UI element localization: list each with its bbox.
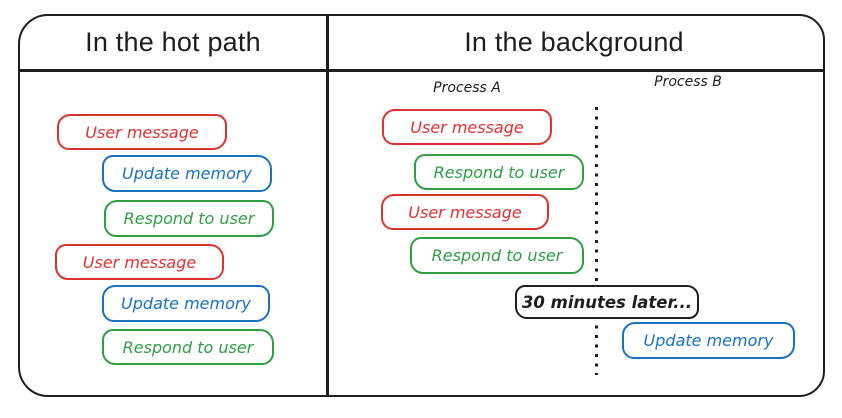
- process-b-label: Process B: [654, 74, 722, 90]
- step-box: User message: [382, 109, 552, 145]
- time-note-box: 30 minutes later...: [515, 285, 699, 319]
- step-box: Update memory: [622, 322, 795, 359]
- step-box: Update memory: [102, 155, 272, 192]
- step-box: User message: [57, 114, 227, 150]
- step-box: Respond to user: [102, 329, 274, 365]
- left-panel-title: In the hot path: [85, 27, 261, 57]
- step-box: Respond to user: [104, 200, 274, 237]
- process-separator-dotted-line: [595, 107, 598, 375]
- process-a-label: Process A: [433, 80, 501, 96]
- header-divider-line: [18, 69, 825, 72]
- step-box: Update memory: [102, 285, 270, 322]
- step-box: User message: [381, 194, 549, 230]
- diagram-frame: In the hot path In the background User m…: [18, 14, 825, 397]
- panel-divider-line: [326, 16, 329, 395]
- step-box: Respond to user: [414, 154, 584, 190]
- step-box: User message: [55, 244, 224, 280]
- right-panel-title: In the background: [464, 27, 684, 57]
- step-box: Respond to user: [410, 237, 584, 274]
